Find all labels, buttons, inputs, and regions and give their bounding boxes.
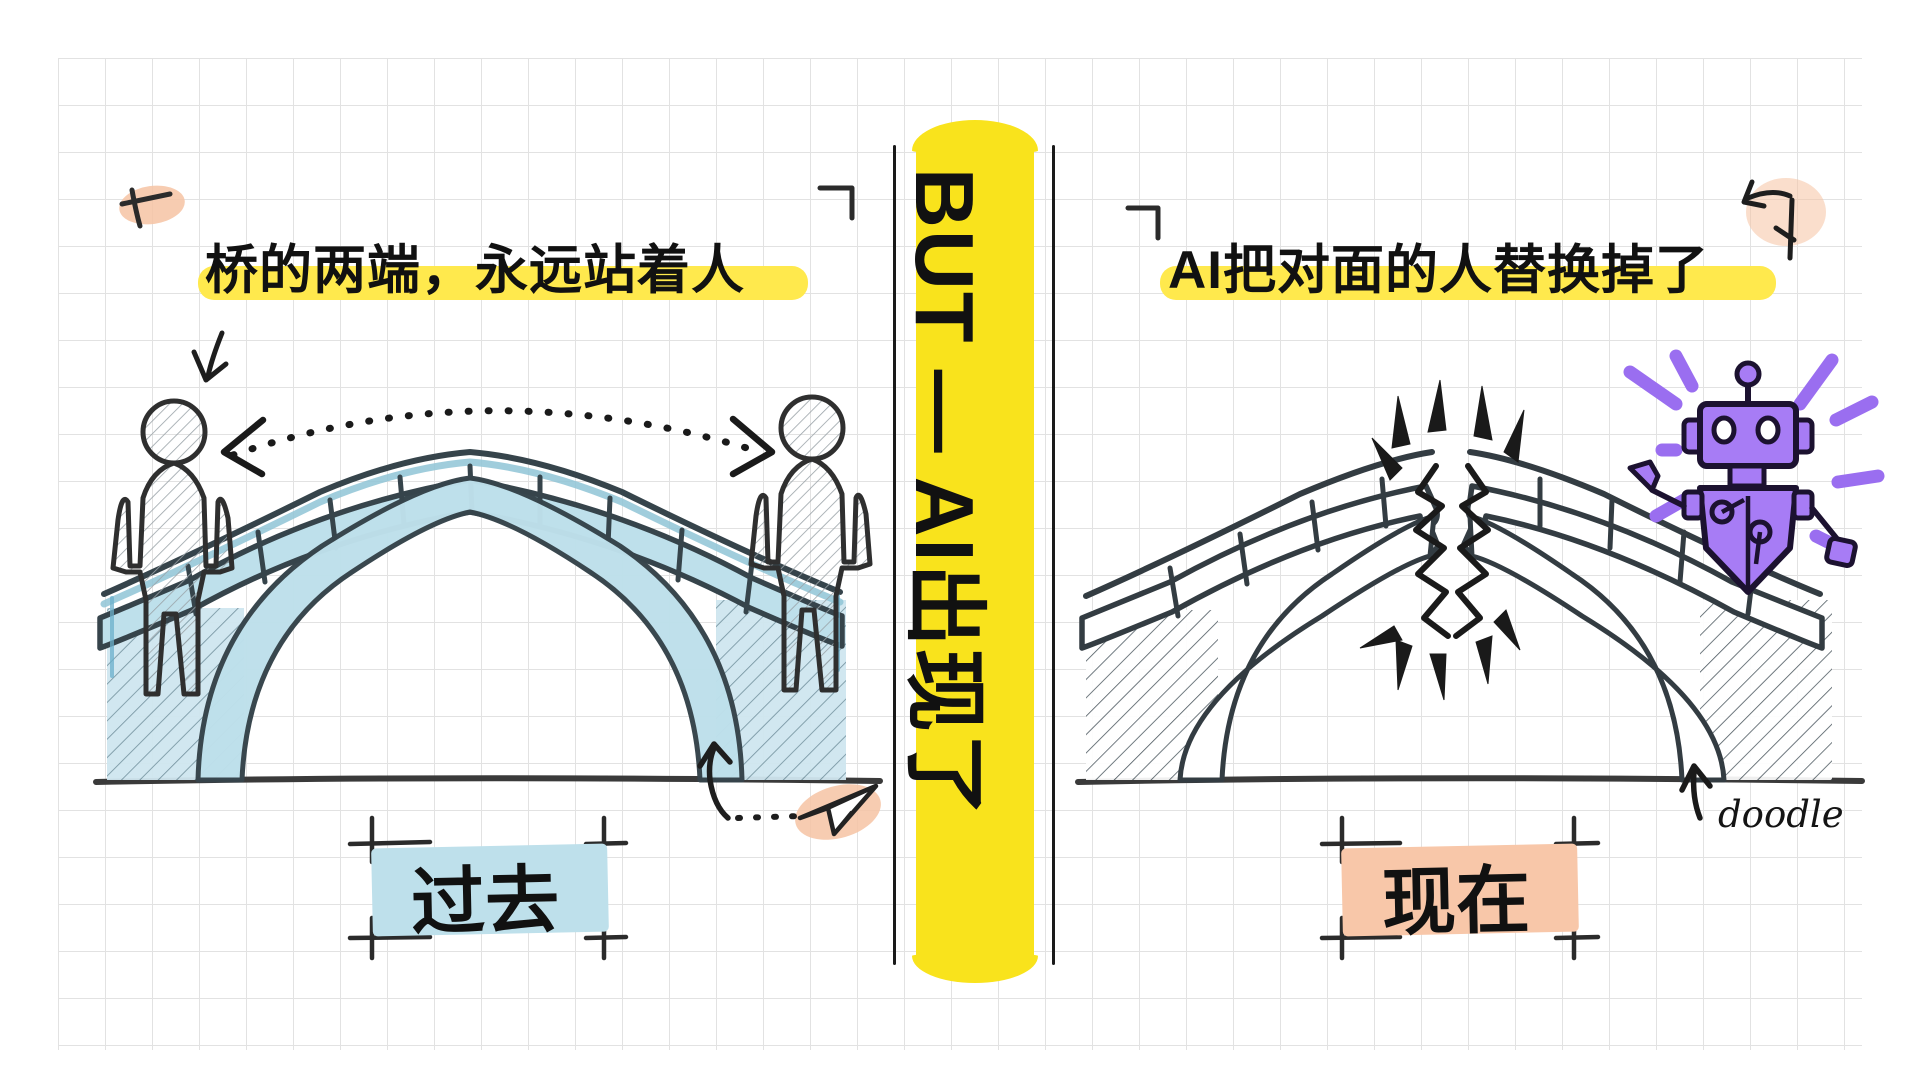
up-arrow-icon-left: [697, 741, 733, 821]
connection-arc-arrow: [220, 407, 776, 478]
heading-highlight-right: [1160, 266, 1776, 300]
corner-tick-icon: [817, 185, 855, 221]
divider-line-left: [893, 145, 896, 965]
paper-plane-icon: [795, 783, 881, 840]
center-banner-strip: [912, 120, 1038, 983]
person-left: [110, 398, 235, 697]
bridge-crack: [1413, 463, 1491, 639]
right-abutment-right-panel: [1700, 600, 1832, 780]
person-right: [748, 394, 873, 693]
doodle-annotation-label: doodle: [1718, 793, 1844, 836]
check-mark-icon: [119, 185, 185, 229]
divider-line-right: [1052, 145, 1055, 965]
corner-tick-icon-right: [1125, 205, 1161, 241]
impact-burst-lines: [1359, 379, 1525, 701]
center-banner: BUT — AI出现了: [898, 140, 1034, 965]
right-abutment: [716, 600, 846, 780]
ai-robot: [1623, 349, 1885, 595]
past-era-label: 过去: [410, 858, 560, 945]
heading-highlight-left: [198, 266, 808, 300]
dotted-trail: [735, 813, 803, 821]
left-panel-heading: 桥的两端，永远站着人: [205, 241, 745, 300]
bridge-arch-left: [195, 475, 745, 783]
left-abutment-right-panel: [1086, 610, 1218, 780]
up-arrow-icon-right: [1679, 763, 1713, 821]
robot-burst-rays: [1623, 349, 1885, 555]
down-arrow-icon: [191, 330, 229, 383]
sparkle-arrow-icon: [1741, 178, 1826, 261]
right-panel-heading: AI把对面的人替换掉了: [1168, 241, 1709, 300]
now-era-label: 现在: [1381, 858, 1531, 945]
center-banner-text: BUT — AI出现了: [898, 168, 991, 819]
